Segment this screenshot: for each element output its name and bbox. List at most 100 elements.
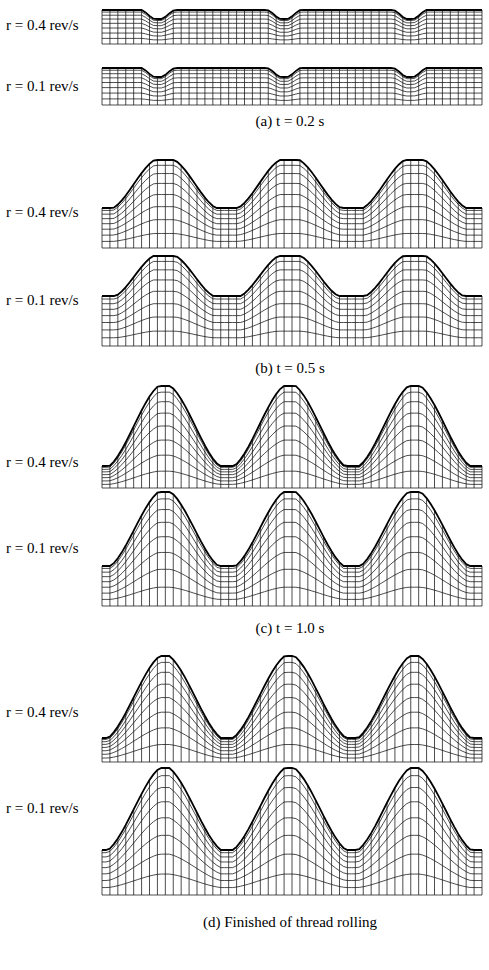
mesh-line [157, 658, 158, 762]
mesh-line [244, 68, 245, 105]
speed-label: r = 0.1 rev/s [6, 291, 79, 309]
mesh-line [133, 426, 134, 488]
mesh-line [434, 10, 435, 44]
mesh-line [410, 256, 411, 346]
mesh-line [212, 10, 213, 44]
mesh-line [482, 466, 483, 488]
mesh-line [197, 430, 198, 488]
mesh-line [117, 558, 118, 606]
mesh-line [355, 10, 356, 44]
mesh-line [197, 10, 198, 44]
mesh-line [197, 68, 198, 105]
mesh-line [260, 10, 261, 44]
mesh-line [244, 203, 245, 248]
fe-mesh [102, 160, 482, 248]
mesh-line [189, 519, 190, 606]
mesh-line [197, 279, 198, 346]
mesh-line [212, 206, 213, 248]
mesh-line [466, 463, 467, 488]
mesh-line [410, 656, 411, 762]
mesh-line [387, 179, 388, 248]
mesh-line [299, 662, 300, 762]
mesh-line [474, 466, 475, 488]
mesh-line [379, 436, 380, 488]
mesh-line [102, 68, 103, 105]
mesh-line [387, 524, 388, 606]
mesh-line [125, 68, 126, 105]
mesh-line [323, 704, 324, 762]
panel-caption: (d) Finished of thread rolling [203, 913, 377, 931]
mesh-line [173, 256, 174, 346]
mesh-line [339, 10, 340, 44]
mesh-line [434, 169, 435, 248]
mesh-line [474, 296, 475, 346]
mesh-line [181, 166, 182, 248]
mesh-line [220, 208, 221, 248]
mesh-line [402, 75, 403, 105]
mesh-line [133, 184, 134, 248]
mesh-line [252, 10, 253, 44]
mesh-line [482, 208, 483, 248]
mesh-line [181, 505, 182, 606]
mesh-line [212, 729, 213, 762]
mesh-line [347, 296, 348, 346]
mesh-line [355, 466, 356, 488]
mesh-line [284, 160, 285, 248]
fe-mesh [102, 10, 482, 44]
mesh-line [363, 208, 364, 248]
fe-mesh [102, 68, 482, 105]
mesh-line [323, 68, 324, 105]
mesh-line [394, 263, 395, 346]
mesh-line [292, 160, 293, 248]
mesh-line [220, 738, 221, 762]
mesh-line [379, 10, 380, 44]
fe-mesh [102, 492, 482, 606]
mesh-line [149, 259, 150, 346]
mesh-line [466, 10, 467, 44]
mesh-line [450, 191, 451, 248]
mesh-line [299, 10, 300, 44]
mesh-line [466, 845, 467, 895]
mesh-line [276, 778, 277, 895]
mesh-line [474, 68, 475, 105]
mesh-line [482, 68, 483, 105]
mesh-line [394, 11, 395, 44]
mesh-line [339, 68, 340, 105]
mesh-line [189, 68, 190, 105]
mesh-line [426, 256, 427, 346]
panel-caption: (c) t = 1.0 s [256, 619, 325, 637]
mesh-line [394, 404, 395, 488]
mesh-line [371, 10, 372, 44]
mesh-line [157, 160, 158, 248]
mesh-line [228, 10, 229, 44]
mesh-line [236, 565, 237, 606]
mesh-line [189, 414, 190, 488]
mesh-line [363, 10, 364, 44]
mesh-line [236, 735, 237, 762]
mesh-line [323, 537, 324, 606]
mesh-line [347, 738, 348, 762]
mesh-line [347, 10, 348, 44]
mesh-line [204, 445, 205, 488]
mesh-line [442, 692, 443, 762]
mesh-line [387, 691, 388, 762]
mesh-line [339, 461, 340, 488]
mesh-line [450, 68, 451, 105]
mesh-line [228, 850, 229, 895]
mesh-line [117, 68, 118, 105]
mesh-line [410, 160, 411, 248]
mesh-line [315, 800, 316, 895]
mesh-line [307, 10, 308, 44]
mesh-line [418, 74, 419, 105]
mesh-line [212, 458, 213, 488]
mesh-line [276, 666, 277, 762]
mesh-line [339, 296, 340, 346]
mesh-line [284, 77, 285, 105]
mesh-line [347, 68, 348, 105]
mesh-line [260, 68, 261, 105]
mesh-line [292, 386, 293, 488]
mesh-line [363, 733, 364, 762]
mesh-line [426, 161, 427, 248]
mesh-line [402, 498, 403, 606]
mesh-line [466, 296, 467, 346]
